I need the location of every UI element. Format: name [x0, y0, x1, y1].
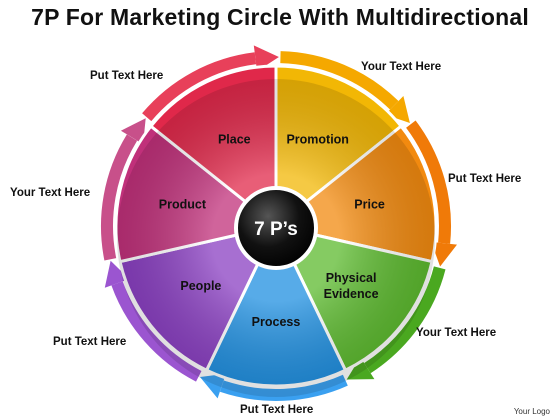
arrow-band: [280, 51, 399, 110]
callout-process: Put Text Here: [240, 404, 314, 416]
arrow-head-icon: [253, 45, 279, 72]
segment-label: Evidence: [324, 287, 379, 301]
callout-promotion: Your Text Here: [361, 61, 442, 73]
segment-label: Place: [218, 133, 251, 147]
segment-label: People: [180, 279, 221, 293]
callout-people: Put Text Here: [53, 336, 127, 348]
arrow-band: [100, 134, 138, 261]
segment-label: Process: [252, 315, 301, 329]
logo-placeholder: Your Logo: [513, 407, 550, 416]
arrow-band: [406, 120, 452, 244]
callout-physical-evidence: Your Text Here: [416, 327, 497, 339]
arrow-band: [142, 52, 257, 122]
callout-place: Put Text Here: [90, 70, 164, 82]
segment-label: Physical: [326, 271, 377, 285]
center-circle: [234, 186, 318, 270]
segment-label: Product: [159, 198, 207, 212]
page-title: 7P For Marketing Circle With Multidirect…: [31, 4, 529, 30]
center-label: 7 P’s: [254, 219, 298, 240]
segment-label: Promotion: [286, 133, 349, 147]
center-hub: 7 P’s: [234, 186, 318, 270]
segment-label: Price: [354, 198, 385, 212]
callout-price: Put Text Here: [448, 173, 522, 185]
arrow-head-icon: [431, 241, 457, 267]
callout-product: Your Text Here: [10, 187, 91, 199]
